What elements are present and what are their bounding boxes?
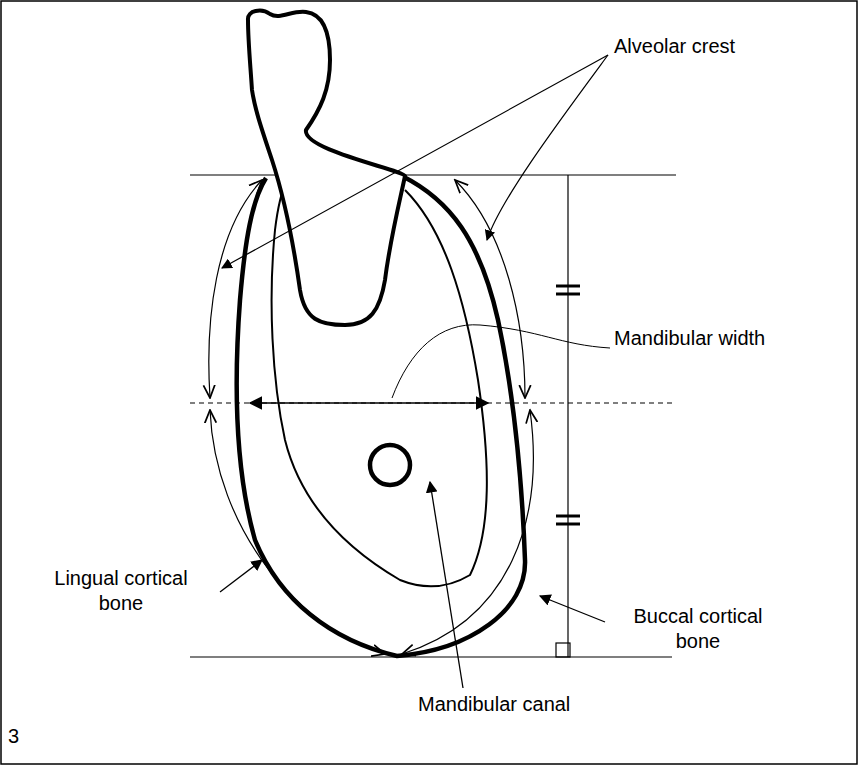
part-label: Buccal cortical bone (610, 604, 786, 654)
part-label: Alveolar crest (614, 34, 735, 59)
figure-number: 3 (8, 724, 19, 749)
part-label: Mandibular width (614, 326, 765, 351)
part-label: Lingual cortical bone (36, 566, 206, 616)
part-label: Mandibular canal (418, 692, 570, 717)
